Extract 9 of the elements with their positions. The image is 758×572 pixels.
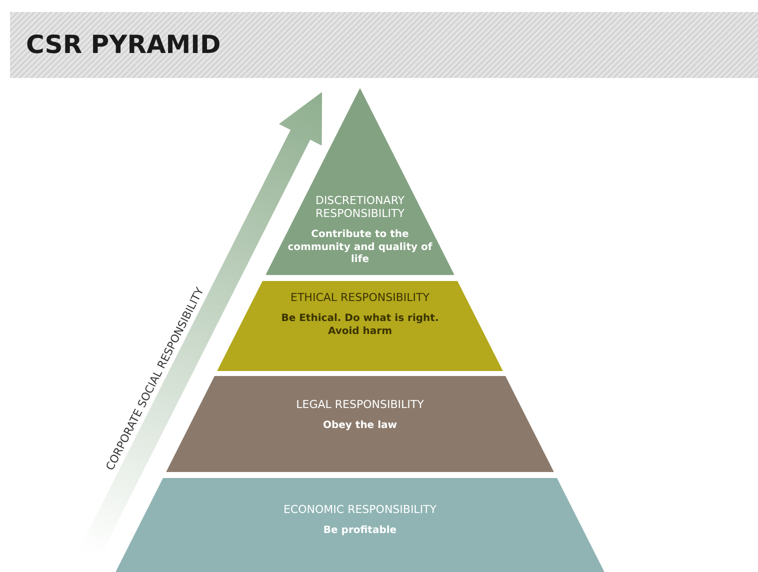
tier-heading: DISCRETIONARY RESPONSIBILITY [314, 194, 406, 220]
tier-description: Be Ethical. Do what is right. Avoid harm [280, 313, 440, 338]
tier-description: Contribute to the community and quality of life [286, 229, 434, 266]
tier-heading: ECONOMIC RESPONSIBILITY [283, 503, 436, 516]
tier-description: Obey the law [322, 420, 397, 432]
tier-description: Be profitable [323, 525, 397, 538]
tier-heading: ETHICAL RESPONSIBILITY [290, 291, 430, 304]
page-title: CSR PYRAMID [26, 30, 221, 59]
tier-heading: LEGAL RESPONSIBILITY [296, 398, 424, 411]
